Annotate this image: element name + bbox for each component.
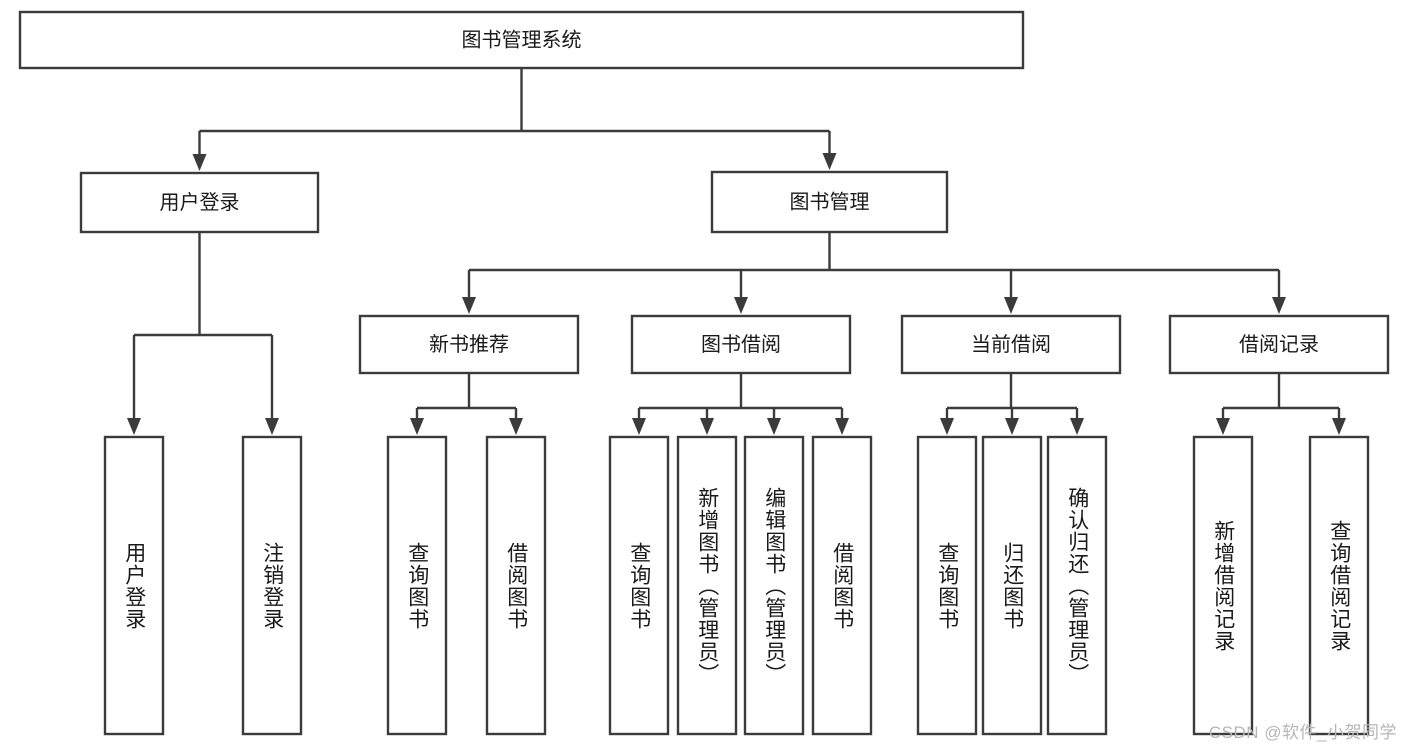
arrow-head-icon bbox=[734, 297, 748, 314]
node-当前借阅-l3[interactable]: 当前借阅 bbox=[900, 314, 1122, 375]
leaf-label: 编辑图书（管理员） bbox=[762, 486, 786, 685]
leaf-label: 确认归还（管理员） bbox=[1065, 486, 1089, 685]
node-用户登录-l2[interactable]: 用户登录 bbox=[79, 171, 320, 234]
node-label: 图书管理系统 bbox=[462, 28, 582, 51]
node-图书借阅-l3[interactable]: 图书借阅 bbox=[630, 314, 852, 375]
node-box bbox=[710, 170, 949, 234]
leaf-label: 查询图书 bbox=[627, 541, 651, 630]
node-label: 当前借阅 bbox=[971, 333, 1051, 356]
leaf-box-借阅图书[interactable] bbox=[485, 435, 547, 736]
leaf-label: 新增图书（管理员） bbox=[695, 486, 719, 685]
node-新书推荐-l3[interactable]: 新书推荐 bbox=[358, 314, 580, 375]
leaf-box-归还图书[interactable] bbox=[981, 435, 1043, 736]
arrow-head-icon bbox=[632, 418, 646, 435]
arrow-head-icon bbox=[1216, 418, 1230, 435]
arrow-head-icon bbox=[700, 418, 714, 435]
node-box bbox=[900, 314, 1122, 375]
node-图书管理-l2[interactable]: 图书管理 bbox=[710, 170, 949, 234]
arrow-head-icon bbox=[265, 418, 279, 435]
leaf-label: 新增借阅记录 bbox=[1211, 519, 1235, 652]
arrow-head-icon bbox=[509, 418, 523, 435]
arrow-head-icon bbox=[192, 154, 207, 171]
arrow-head-icon bbox=[462, 297, 476, 314]
arrow-head-icon bbox=[1004, 297, 1018, 314]
arrow-head-icon bbox=[1005, 418, 1019, 435]
node-label: 用户登录 bbox=[160, 191, 240, 214]
leaf-label: 借阅图书 bbox=[504, 541, 528, 630]
arrow-head-icon bbox=[767, 418, 781, 435]
arrow-head-icon bbox=[1272, 297, 1286, 314]
leaf-box-查询图书[interactable] bbox=[386, 435, 448, 736]
leaf-box-用户登录[interactable] bbox=[103, 435, 165, 736]
leaf-box-确认归还管理员[interactable] bbox=[1046, 435, 1108, 736]
leaf-label: 查询图书 bbox=[405, 541, 429, 630]
arrow-head-icon bbox=[1332, 418, 1346, 435]
leaf-box-查询图书[interactable] bbox=[608, 435, 670, 736]
leaf-label: 归还图书 bbox=[1000, 541, 1024, 630]
leaf-label: 查询图书 bbox=[935, 541, 959, 630]
leaf-box-新增借阅记录[interactable] bbox=[1192, 435, 1254, 736]
leaf-box-查询图书[interactable] bbox=[916, 435, 978, 736]
leaf-box-新增图书管理员[interactable] bbox=[676, 435, 738, 736]
node-box bbox=[18, 10, 1025, 70]
arrow-head-icon bbox=[835, 418, 849, 435]
arrow-head-icon bbox=[410, 418, 424, 435]
arrow-head-icon bbox=[127, 418, 141, 435]
node-借阅记录-l3[interactable]: 借阅记录 bbox=[1168, 314, 1390, 375]
leaf-label: 查询借阅记录 bbox=[1327, 519, 1351, 652]
node-label: 图书借阅 bbox=[701, 333, 781, 356]
leaf-box-编辑图书管理员[interactable] bbox=[743, 435, 805, 736]
node-图书管理系统-root[interactable]: 图书管理系统 bbox=[18, 10, 1025, 70]
arrow-head-icon bbox=[1070, 418, 1084, 435]
arrow-head-icon bbox=[940, 418, 954, 435]
node-label: 图书管理 bbox=[790, 190, 870, 213]
node-label: 借阅记录 bbox=[1239, 333, 1319, 356]
watermark: CSDN @软件_小贺同学 bbox=[1208, 723, 1397, 742]
node-box bbox=[358, 314, 580, 375]
connector-layer bbox=[127, 68, 1346, 435]
node-box bbox=[630, 314, 852, 375]
leaf-box-查询借阅记录[interactable] bbox=[1308, 435, 1370, 736]
leaf-label: 借阅图书 bbox=[830, 541, 854, 630]
leaf-box-借阅图书[interactable] bbox=[811, 435, 873, 736]
leaf-label: 注销登录 bbox=[260, 541, 284, 630]
node-box bbox=[1168, 314, 1390, 375]
arrow-head-icon bbox=[822, 153, 837, 170]
leaf-box-注销登录[interactable] bbox=[241, 435, 303, 736]
node-label: 新书推荐 bbox=[429, 333, 509, 356]
leaf-label: 用户登录 bbox=[122, 541, 146, 630]
node-box bbox=[79, 171, 320, 234]
